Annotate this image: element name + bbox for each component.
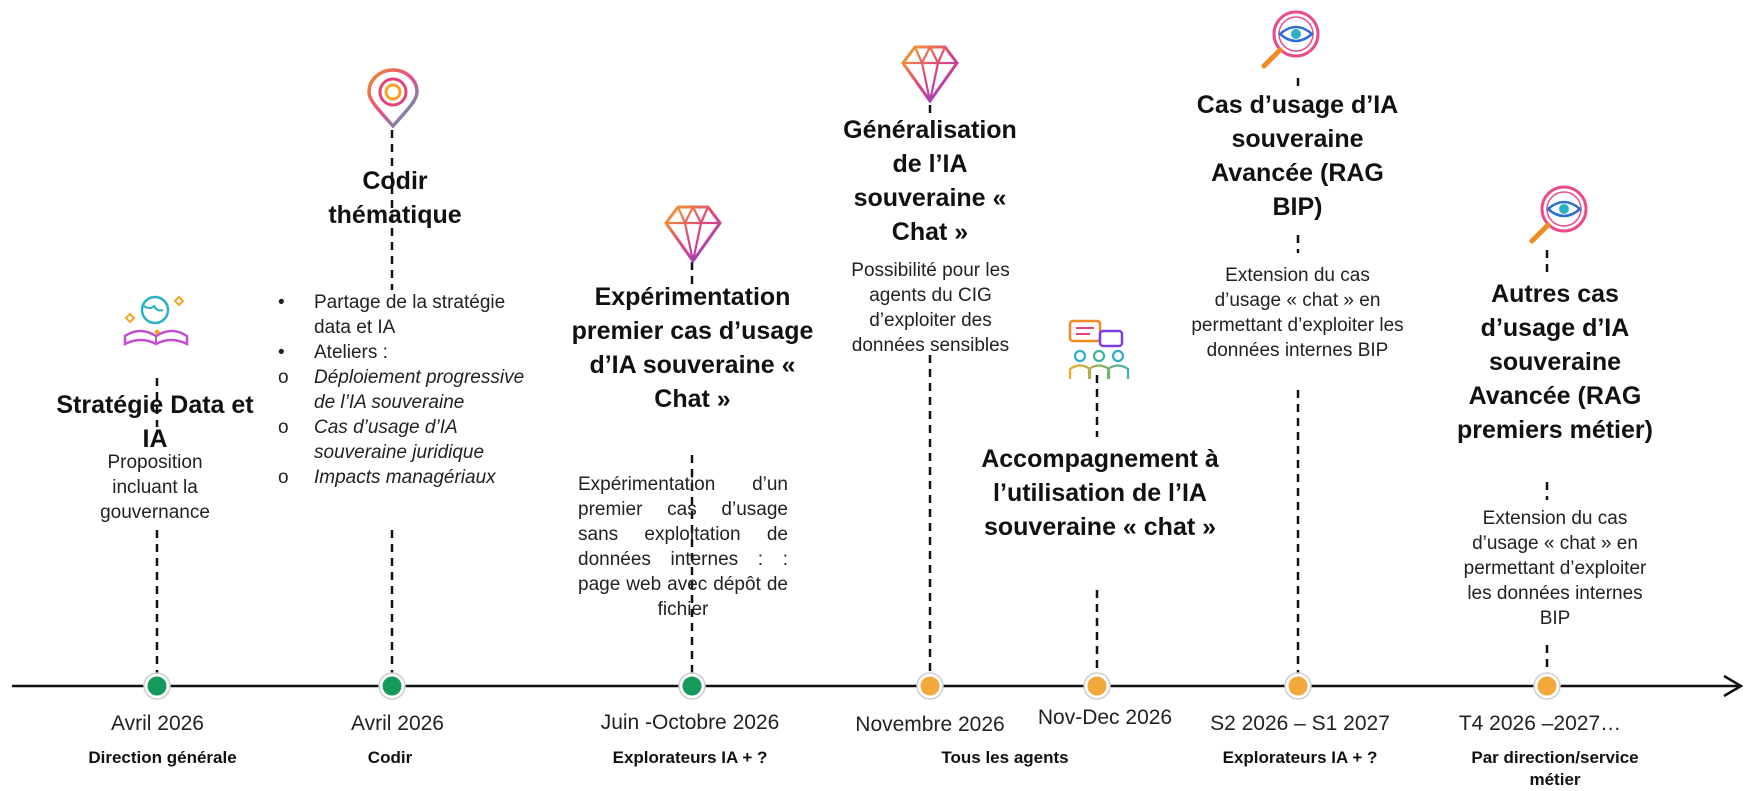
milestone-title: Stratégie Data et IA <box>56 391 254 453</box>
milestone-title: Autres cas d’usage d’IA souveraine Avanc… <box>1457 280 1653 444</box>
magnifier-eye-icon <box>1261 10 1320 69</box>
milestone-audience: Codir <box>367 748 413 767</box>
milestone-date: Novembre 2026 <box>855 713 1005 736</box>
milestone-audience: Tous les agents <box>941 748 1069 767</box>
milestone-dot-ring <box>378 672 406 700</box>
milestone-dot <box>1534 673 1560 699</box>
location-pin-icon <box>367 68 419 129</box>
milestone-dot-ring <box>143 672 171 700</box>
milestone-date: S2 2026 – S1 2027 <box>1210 712 1390 735</box>
milestone-dot-ring <box>1284 672 1312 700</box>
milestone-description: Expérimentation d’un premier cas d’usage… <box>578 474 788 620</box>
magnifier-eye-icon <box>1529 185 1588 244</box>
codir-bullet-list: •Partage de la stratégie data et IA •Ate… <box>272 290 537 490</box>
team-chat-icon <box>1068 319 1130 379</box>
milestone-date: Avril 2026 <box>110 712 204 735</box>
milestone-audience: Explorateurs IA + ? <box>1222 748 1378 767</box>
milestone-dot-ring <box>916 672 944 700</box>
milestone-dot <box>1285 673 1311 699</box>
milestone-dot <box>917 673 943 699</box>
timeline-arrowhead <box>1723 674 1744 698</box>
milestone-title: Codir thématique <box>328 167 462 229</box>
milestone-description: Possibilité pour les agents du CIG d’exp… <box>851 260 1010 356</box>
milestone-audience: Direction générale <box>88 748 237 767</box>
milestone-dot <box>1084 673 1110 699</box>
milestone-audience: Explorateurs IA + ? <box>612 748 768 767</box>
milestone-date: Avril 2026 <box>350 712 444 735</box>
milestone-title: Expérimentation premier cas d’usage d’IA… <box>571 283 814 413</box>
milestone-date: Juin -Octobre 2026 <box>600 711 780 734</box>
milestone-audience: Par direction/service métier <box>1471 748 1639 789</box>
milestone-description: Extension du cas d’usage « chat » en per… <box>1463 508 1647 629</box>
bullet-item: •Ateliers : <box>278 342 388 363</box>
milestone-dot-ring <box>678 672 706 700</box>
diamond-icon <box>901 44 959 104</box>
milestone-dot <box>379 673 405 699</box>
bullet-item: •Partage de la stratégie data et IA <box>278 292 506 338</box>
milestone-dot <box>144 673 170 699</box>
milestone-title: Accompagnement à l’utilisation de l’IA s… <box>981 445 1219 541</box>
milestone-title: Généralisation de l’IA souveraine « Chat… <box>843 116 1017 246</box>
book-globe-icon <box>123 295 189 347</box>
milestone-dot-ring <box>1533 672 1561 700</box>
diamond-icon <box>664 204 722 264</box>
milestone-title: Cas d’usage d’IA souveraine Avancée (RAG… <box>1196 91 1399 221</box>
milestone-dot-ring <box>1083 672 1111 700</box>
milestone-description: Extension du cas d’usage « chat » en per… <box>1191 265 1404 361</box>
milestone-dot <box>679 673 705 699</box>
milestone-description: Proposition incluant la gouvernance <box>100 452 210 523</box>
milestone-date: Nov-Dec 2026 <box>1037 706 1173 729</box>
milestone-date: T4 2026 –2027… <box>1458 712 1622 735</box>
